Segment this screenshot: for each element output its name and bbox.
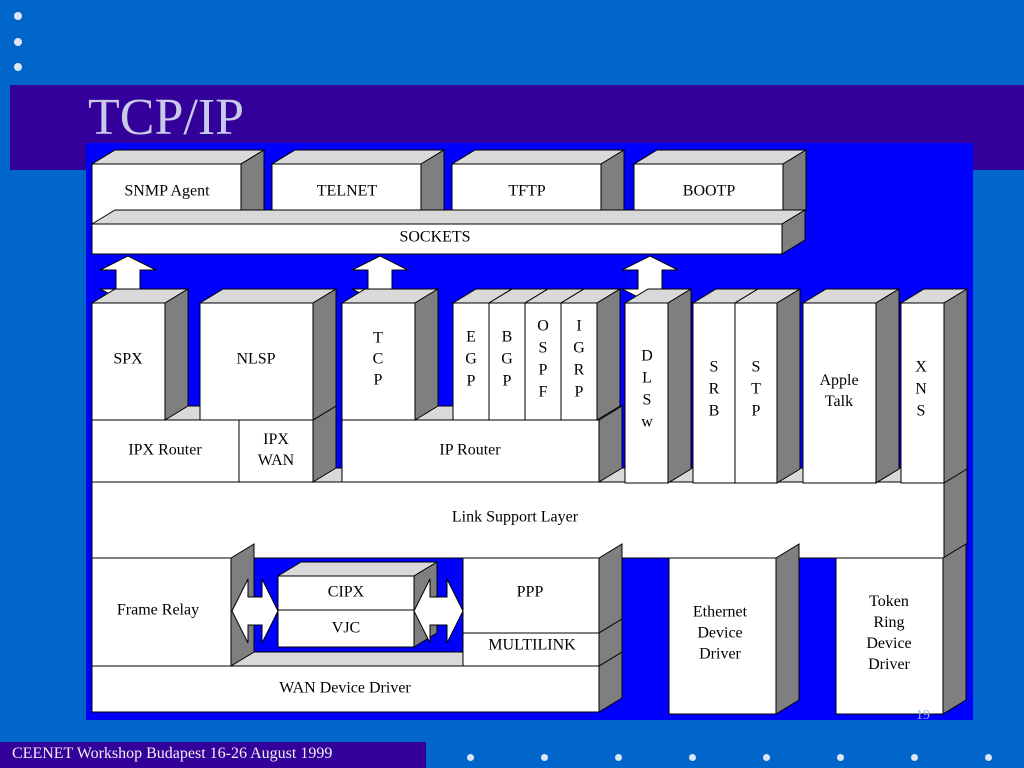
- app-label: BOOTP: [683, 183, 736, 200]
- link-support-layer-label: Link Support Layer: [452, 509, 579, 526]
- bullet-dot: [14, 63, 22, 71]
- ethernet-driver-box: [668, 543, 800, 715]
- tcp-label: C: [373, 351, 384, 368]
- routing-protocol-label: S: [539, 340, 548, 357]
- bullet-dot: [615, 754, 622, 761]
- ip-router-label: IP Router: [439, 442, 501, 459]
- nlsp-label: NLSP: [236, 351, 275, 368]
- dlsw-label: D: [641, 348, 653, 365]
- routing-protocol-label: E: [466, 329, 476, 346]
- sockets-label: SOCKETS: [399, 229, 470, 246]
- routing-protocol-box: [559, 288, 622, 421]
- ethernet-driver-label: Driver: [699, 646, 741, 663]
- dlsw-label: L: [642, 370, 652, 387]
- dlsw-box: [623, 288, 693, 484]
- ppp-box: [462, 543, 623, 634]
- cipx-label: CIPX: [328, 584, 365, 601]
- routing-protocol-label: P: [467, 373, 476, 390]
- bullet-dot: [14, 12, 22, 20]
- routing-protocol-label: B: [502, 329, 513, 346]
- bullet-dot: [467, 754, 474, 761]
- bullet-dot: [541, 754, 548, 761]
- token-ring-driver-label: Ring: [873, 614, 904, 631]
- dlsw-label: w: [641, 414, 653, 431]
- stp-label: S: [752, 359, 761, 376]
- app-label: SNMP Agent: [124, 183, 210, 200]
- app-label: TELNET: [317, 183, 378, 200]
- srb-label: B: [709, 403, 720, 420]
- ppp-label: PPP: [517, 584, 544, 601]
- routing-protocol-label: P: [575, 384, 584, 401]
- sockets-bar: [90, 209, 807, 255]
- xns-label: S: [917, 403, 926, 420]
- footer-text: CEENET Workshop Budapest 16-26 August 19…: [12, 745, 333, 762]
- routing-protocol-label: G: [573, 340, 585, 357]
- routing-protocol-label: F: [539, 384, 548, 401]
- routing-protocol-label: P: [539, 362, 548, 379]
- routing-protocol-label: O: [537, 318, 549, 335]
- ipx-wan-box: [238, 405, 337, 483]
- tcp-box: [340, 288, 440, 421]
- routing-protocol-label: I: [576, 318, 581, 335]
- stp-box: [733, 288, 802, 484]
- token-ring-driver-label: Driver: [868, 656, 910, 673]
- ethernet-driver-label: Ethernet: [693, 604, 748, 621]
- appletalk-box: [801, 288, 901, 484]
- frame-relay-label: Frame Relay: [117, 602, 199, 619]
- bullet-dot: [837, 754, 844, 761]
- xns-box: [899, 288, 969, 484]
- dlsw-label: S: [643, 392, 652, 409]
- token-ring-driver-box: [835, 543, 967, 715]
- routing-protocol-label: G: [501, 351, 513, 368]
- routing-protocol-label: P: [503, 373, 512, 390]
- spx-label: SPX: [113, 351, 143, 368]
- app-label: TFTP: [508, 183, 545, 200]
- ipx-wan-label: IPX: [263, 431, 289, 448]
- vjc-label: VJC: [332, 620, 360, 637]
- srb-label: R: [709, 381, 720, 398]
- bullet-dot: [14, 38, 22, 46]
- nlsp-box: [198, 288, 338, 421]
- tcp-label: T: [373, 330, 383, 347]
- multilink-label: MULTILINK: [488, 637, 576, 654]
- spx-box: [90, 288, 190, 421]
- xns-label: N: [915, 381, 927, 398]
- token-ring-driver-label: Token: [869, 593, 909, 610]
- srb-label: S: [710, 359, 719, 376]
- slide-number: 19: [916, 708, 930, 723]
- token-ring-driver-label: Device: [866, 635, 911, 652]
- tcp-label: P: [374, 372, 383, 389]
- stp-label: T: [751, 381, 761, 398]
- wan-device-driver-box: [90, 651, 624, 713]
- bullet-dot: [689, 754, 696, 761]
- appletalk-label: Talk: [825, 393, 853, 410]
- wan-device-driver-label: WAN Device Driver: [279, 680, 411, 697]
- ipx-wan-label: WAN: [258, 452, 295, 469]
- ethernet-driver-label: Device: [697, 625, 742, 642]
- bullet-dot: [911, 754, 918, 761]
- bullet-dot: [763, 754, 770, 761]
- slide-title: TCP/IP: [88, 89, 245, 146]
- multilink-box: [462, 618, 623, 667]
- footer-band: CEENET Workshop Budapest 16-26 August 19…: [0, 742, 426, 768]
- ipx-router-label: IPX Router: [128, 442, 202, 459]
- bullet-dot: [985, 754, 992, 761]
- stp-label: P: [752, 403, 761, 420]
- xns-label: X: [915, 359, 927, 376]
- double-arrow: [231, 578, 279, 644]
- routing-protocol-label: G: [465, 351, 477, 368]
- appletalk-label: Apple: [819, 372, 858, 389]
- routing-protocol-label: R: [574, 362, 585, 379]
